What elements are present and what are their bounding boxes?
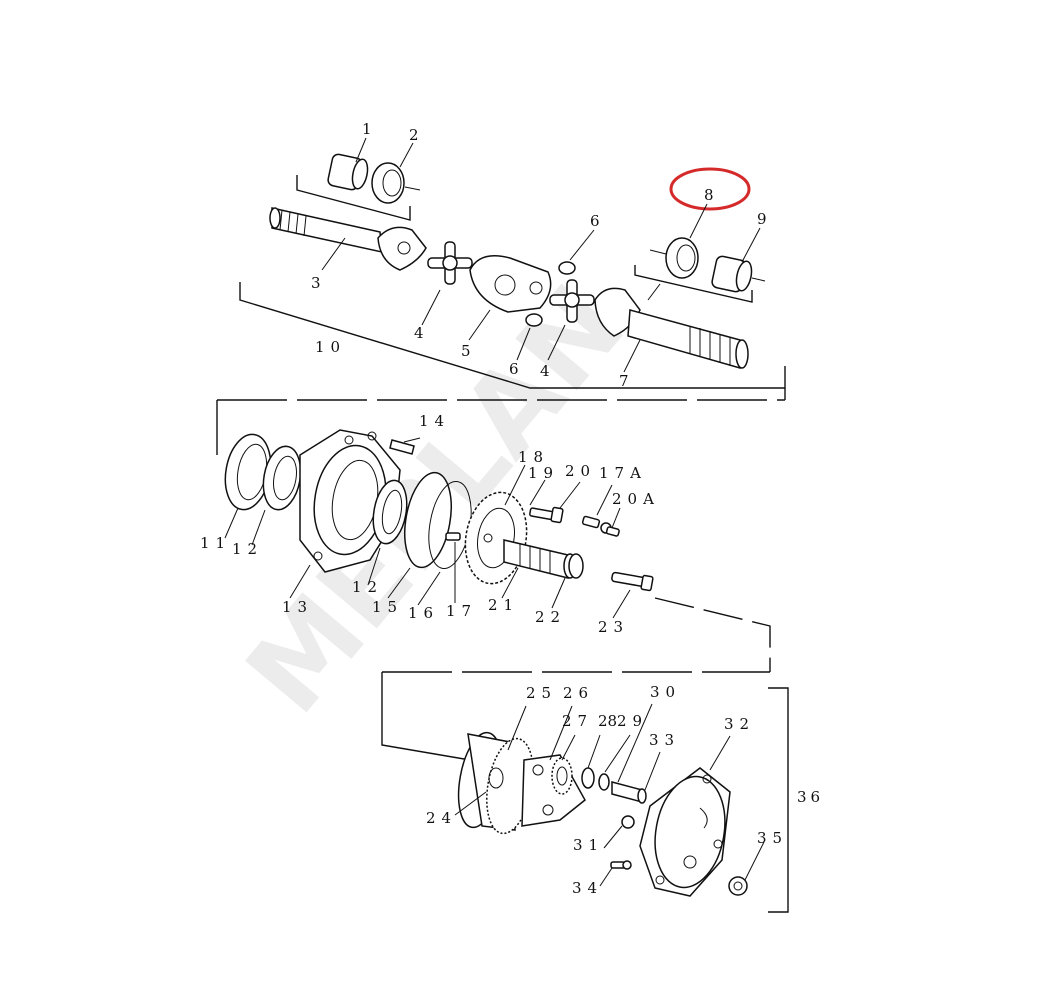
part-26-carrier [521,754,586,827]
label-3: 3 [311,274,327,292]
part-5-coupler [469,255,552,313]
label-20a: 20A [612,490,660,508]
label-4-right: 4 [540,362,556,380]
label-11: 11 [200,534,231,552]
label-28: 28 [598,712,617,730]
label-23: 23 [598,618,629,636]
part-20a-screw [605,526,620,537]
part-19-bolt [529,506,564,524]
part-23-bolt [611,571,654,592]
label-17: 17 [446,602,477,620]
label-30: 30 [650,683,681,701]
label-22: 22 [535,608,566,626]
part-6-snap-ring-bottom [525,313,543,327]
label-19: 19 [528,464,559,482]
part-14-stud [389,439,415,455]
part-17a-bolt [581,515,612,534]
part-29-washer [598,773,610,791]
label-35: 35 [757,829,788,847]
label-17a: 17A [599,464,647,482]
label-13: 13 [282,598,313,616]
part-28-washer [581,767,595,789]
part-21-shaft [503,539,577,579]
bracket-10 [239,282,786,389]
section-hub-assembly: 11 12 13 14 12 15 16 17 18 19 20 17A 20A… [200,388,786,636]
part-27-planet-gear [551,757,573,795]
label-6-top: 6 [590,212,606,230]
label-27: 27 [562,712,593,730]
part-7-shaft [594,287,749,369]
label-29: 29 [617,712,648,730]
label-1: 1 [362,120,378,138]
section-planetary-assembly: 25 26 27 28 29 30 32 33 24 31 34 35 36 [381,597,824,913]
label-33: 33 [649,731,680,749]
part-6-snap-ring-top [558,261,576,275]
label-36: 36 [797,788,824,806]
part-8-bearing [649,237,699,279]
label-12-outer: 12 [232,540,263,558]
part-32-cover [639,767,731,897]
label-7: 7 [619,372,635,390]
label-32: 32 [724,715,755,733]
part-3-yoke [377,226,427,271]
part-30-pin [611,781,647,804]
part-9-bushing [711,255,766,293]
part-22-washer [568,553,584,579]
part-12-bearing-inner [372,479,408,545]
label-31: 31 [573,836,604,854]
bracket-36 [768,687,789,913]
part-15-ring [404,471,452,569]
section-drive-shaft: 1 2 3 4 5 6 6 4 7 8 9 10 [239,120,786,390]
label-8: 8 [704,186,714,204]
part-1-bushing [327,153,369,191]
part-3-shaft [269,207,383,253]
part-31-plug [621,815,635,829]
highlight-circle-8 [669,167,751,211]
label-4-left: 4 [414,324,430,342]
bracket-8-9 [634,265,753,303]
label-12-inner: 12 [352,578,383,596]
part-2-bearing [371,162,421,204]
label-5: 5 [461,342,477,360]
bracket-1-2 [296,175,411,221]
part-17-pin [445,532,461,541]
label-24: 24 [426,809,457,827]
part-4-ujoint-right [549,279,595,323]
label-15: 15 [372,598,403,616]
label-18: 18 [518,448,549,466]
label-14: 14 [419,412,450,430]
part-24-drum [457,731,534,835]
label-6-bottom: 6 [509,360,525,378]
part-35-plug [728,876,748,896]
label-26: 26 [563,684,594,702]
part-34-screw [610,860,632,870]
label-25: 25 [526,684,557,702]
label-2: 2 [409,126,425,144]
label-9: 9 [757,210,773,228]
label-16: 16 [408,604,439,622]
part-4-ujoint-left [427,241,473,285]
label-34: 34 [572,879,603,897]
label-21: 21 [488,596,519,614]
label-10: 10 [315,338,346,356]
label-20: 20 [565,462,596,480]
